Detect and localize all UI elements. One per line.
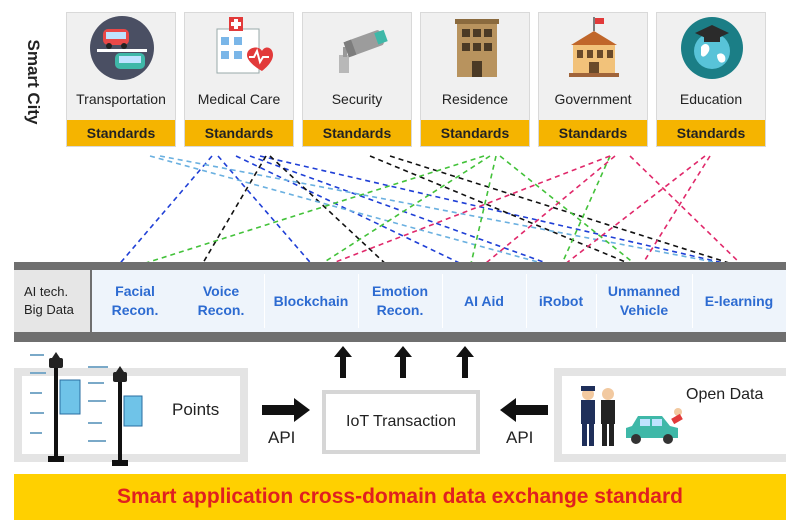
domain-label: Education: [679, 91, 743, 107]
domain-card-security: Security Standards: [302, 12, 412, 147]
domain-label: Government: [554, 91, 632, 107]
technology-strip: [92, 270, 786, 332]
connection-line: [469, 155, 497, 269]
connection-line: [159, 155, 746, 269]
standards-badge: Standards: [303, 120, 411, 146]
domain-card-education: Education Standards: [656, 12, 766, 147]
connection-line: [559, 155, 611, 269]
connection-line: [319, 155, 611, 269]
domain-label: Transportation: [76, 91, 166, 107]
connection-line: [479, 155, 616, 269]
api-label-left: API: [268, 428, 296, 447]
tech-divider: [596, 274, 597, 328]
standards-badge: Standards: [67, 120, 175, 146]
connection-line: [217, 155, 316, 269]
standards-badge: Standards: [657, 120, 765, 146]
connection-line: [559, 155, 706, 269]
tech-divider: [264, 274, 265, 328]
right-arrow-icon: [262, 398, 310, 422]
tech-divider: [358, 274, 359, 328]
api-label-right: API: [506, 428, 534, 447]
police-arrest-icon: [581, 386, 683, 446]
connection-line: [199, 155, 267, 269]
globe-graduation-cap-icon: [681, 17, 743, 79]
big-data-label-line: Big Data: [24, 302, 74, 317]
apartment-building-icon: [455, 19, 499, 77]
ai-tech-label-line: AI tech.: [24, 284, 69, 299]
points-label: Points: [172, 400, 220, 419]
up-arrow-icon: [394, 346, 412, 378]
standards-badge: Standards: [539, 120, 647, 146]
connection-lines: [115, 155, 746, 269]
domain-label: Security: [331, 91, 383, 107]
tech-blockchain: Blockchain: [273, 292, 349, 309]
open-data-label: Open Data: [686, 386, 764, 403]
connection-line: [115, 155, 213, 269]
domain-card-medical-care: Medical Care Standards: [184, 12, 294, 147]
domain-label: Medical Care: [197, 91, 281, 107]
left-arrow-icon: [500, 398, 548, 422]
footer-text: Smart application cross-domain data exch…: [117, 485, 683, 508]
footer-banner: Smart application cross-domain data exch…: [14, 474, 786, 520]
tech-ai-aid: AI Aid: [464, 292, 504, 309]
connection-line: [629, 155, 746, 269]
tech-divider: [692, 274, 693, 328]
tech-divider: [442, 274, 443, 328]
hospital-icon: [216, 17, 273, 74]
smart-streetlight-icon: [30, 352, 143, 466]
up-arrow-icon: [456, 346, 474, 378]
connection-line: [639, 155, 711, 269]
connection-line: [249, 155, 561, 269]
government-building-icon: [569, 17, 619, 77]
iot-transaction-box: IoT Transaction: [322, 390, 480, 454]
connection-line: [259, 155, 746, 269]
ai-tech-label: AI tech. Big Data: [14, 270, 90, 332]
domain-card-transportation: Transportation Standards: [66, 12, 176, 147]
standards-badge: Standards: [185, 120, 293, 146]
domain-card-residence: Residence Standards: [420, 12, 530, 147]
connection-line: [314, 155, 491, 269]
tech-irobot: iRobot: [538, 292, 584, 309]
domain-label: Residence: [441, 91, 509, 107]
connection-line: [269, 155, 391, 269]
connection-line: [499, 155, 641, 269]
security-camera-icon: [339, 29, 388, 73]
iot-transaction-label: IoT Transaction: [346, 413, 456, 430]
up-arrow-icon: [334, 346, 352, 378]
tech-divider: [526, 274, 527, 328]
connection-line: [149, 155, 561, 269]
tech-e-learning: E-learning: [704, 292, 774, 309]
connection-line: [369, 155, 641, 269]
traffic-cars-icon: [90, 16, 154, 80]
connection-line: [129, 155, 485, 269]
open-data-panel-inner: [562, 376, 786, 454]
standards-badge: Standards: [421, 120, 529, 146]
connection-line: [389, 155, 746, 269]
domain-card-government: Government Standards: [538, 12, 648, 147]
